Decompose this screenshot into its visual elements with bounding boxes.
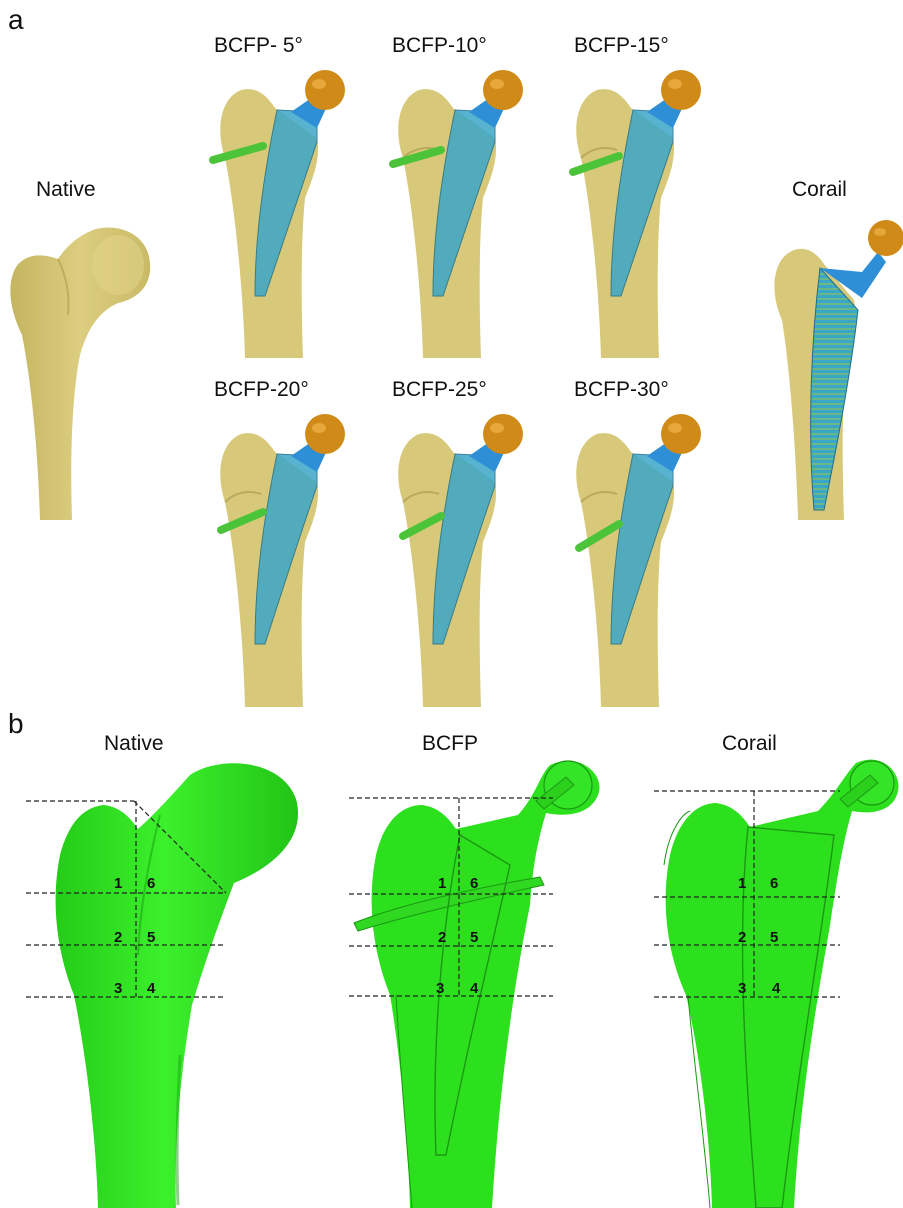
bcfp-10-model — [383, 68, 523, 358]
bcfp-15-model — [561, 68, 701, 358]
b-native-zone-2: 2 — [114, 929, 122, 946]
native-label: Native — [36, 178, 96, 202]
bcfp-25-label: BCFP-25° — [392, 378, 487, 402]
panel-b-label: b — [8, 708, 24, 740]
b-bcfp-zone-1: 1 — [438, 875, 446, 892]
bcfp-30-label: BCFP-30° — [574, 378, 669, 402]
b-bcfp-zone-6: 6 — [470, 875, 478, 892]
b-native-zone-1: 1 — [114, 875, 122, 892]
b-native-zone-6: 6 — [147, 875, 155, 892]
b-corail-title: Corail — [722, 732, 777, 756]
b-corail-zone-3: 3 — [738, 980, 746, 997]
b-native-title: Native — [104, 732, 164, 756]
b-corail-zone-1: 1 — [738, 875, 746, 892]
b-corail-zone-6: 6 — [770, 875, 778, 892]
bcfp-20-model — [205, 412, 345, 707]
bcfp-25-model — [383, 412, 523, 707]
corail-label: Corail — [792, 178, 847, 202]
b-native-zone-3: 3 — [114, 980, 122, 997]
bcfp-15-label: BCFP-15° — [574, 34, 669, 58]
native-femur-model — [0, 215, 160, 525]
panel-a-label: a — [8, 4, 24, 36]
b-native-zone-4: 4 — [147, 980, 155, 997]
b-corail-zone-4: 4 — [772, 980, 780, 997]
b-bcfp-zone-5: 5 — [470, 929, 478, 946]
b-bcfp-zone-4: 4 — [470, 980, 478, 997]
b-native-zone-lines — [20, 795, 240, 1005]
b-native-zone-5: 5 — [147, 929, 155, 946]
bcfp-5-model — [205, 68, 345, 358]
b-corail-zone-5: 5 — [770, 929, 778, 946]
corail-model — [758, 210, 903, 522]
bcfp-10-label: BCFP-10° — [392, 34, 487, 58]
b-bcfp-zone-lines — [345, 790, 560, 1000]
b-corail-zone-lines — [650, 785, 845, 1001]
b-bcfp-zone-3: 3 — [436, 980, 444, 997]
b-corail-zone-2: 2 — [738, 929, 746, 946]
bcfp-20-label: BCFP-20° — [214, 378, 309, 402]
b-bcfp-zone-2: 2 — [438, 929, 446, 946]
bcfp-30-model — [561, 412, 701, 707]
bcfp-5-label: BCFP- 5° — [214, 34, 303, 58]
b-bcfp-title: BCFP — [422, 732, 478, 756]
